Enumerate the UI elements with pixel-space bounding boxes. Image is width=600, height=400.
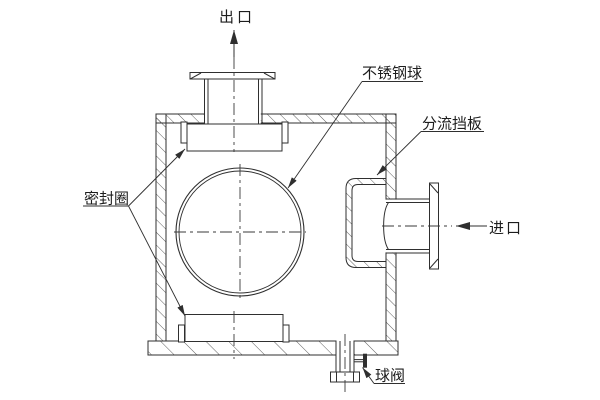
top-wall [155,113,397,124]
baffle-section-band [346,178,386,268]
inlet-flange-chamfer-top [429,183,439,194]
flow-arrows [230,30,487,230]
drain-opening [336,340,354,356]
label-seal-ring: 密封圈 [84,190,129,208]
ball-valve-leader [362,367,375,384]
seal-leader-upper [128,148,186,207]
baffle-inner-line [351,184,386,262]
drain-ball-valve [330,341,367,383]
outlet-pipe-assembly [189,72,276,125]
upper-seal-ring-left [180,121,188,144]
outlet-flange-chamfer-right [263,72,275,80]
diverter-baffle [345,178,386,268]
label-diverter-baffle: 分流挡板 [422,115,482,133]
upper-seal-ring-right [281,121,289,144]
labels: 出口 不锈钢球 分流挡板 密封圈 进口 球阀 [84,8,523,385]
ball-leader [287,81,363,189]
inlet-flange-chamfer-bottom [429,258,439,269]
left-wall [155,113,167,342]
label-leaders [83,81,484,384]
baffle-leader [376,131,422,176]
upper-seal-seat [180,121,289,152]
label-ball-valve: 球阀 [375,367,405,385]
lower-seal-ring-right [282,324,290,343]
label-outlet: 出口 [219,8,255,26]
label-stainless-steel-ball: 不锈钢球 [362,64,422,82]
lower-seal-ring-left [178,324,185,343]
centerlines [174,57,452,392]
outlet-flange-chamfer-left [190,72,202,80]
baffle-outer-line [345,178,386,268]
outlet-opening [204,112,261,125]
valve-handle-knob [363,353,367,368]
outlet-flange [189,72,276,80]
seal-leader-lower [128,205,186,317]
label-inlet: 进口 [489,219,523,237]
upper-seat-block [186,123,283,152]
base-plate [147,340,399,356]
